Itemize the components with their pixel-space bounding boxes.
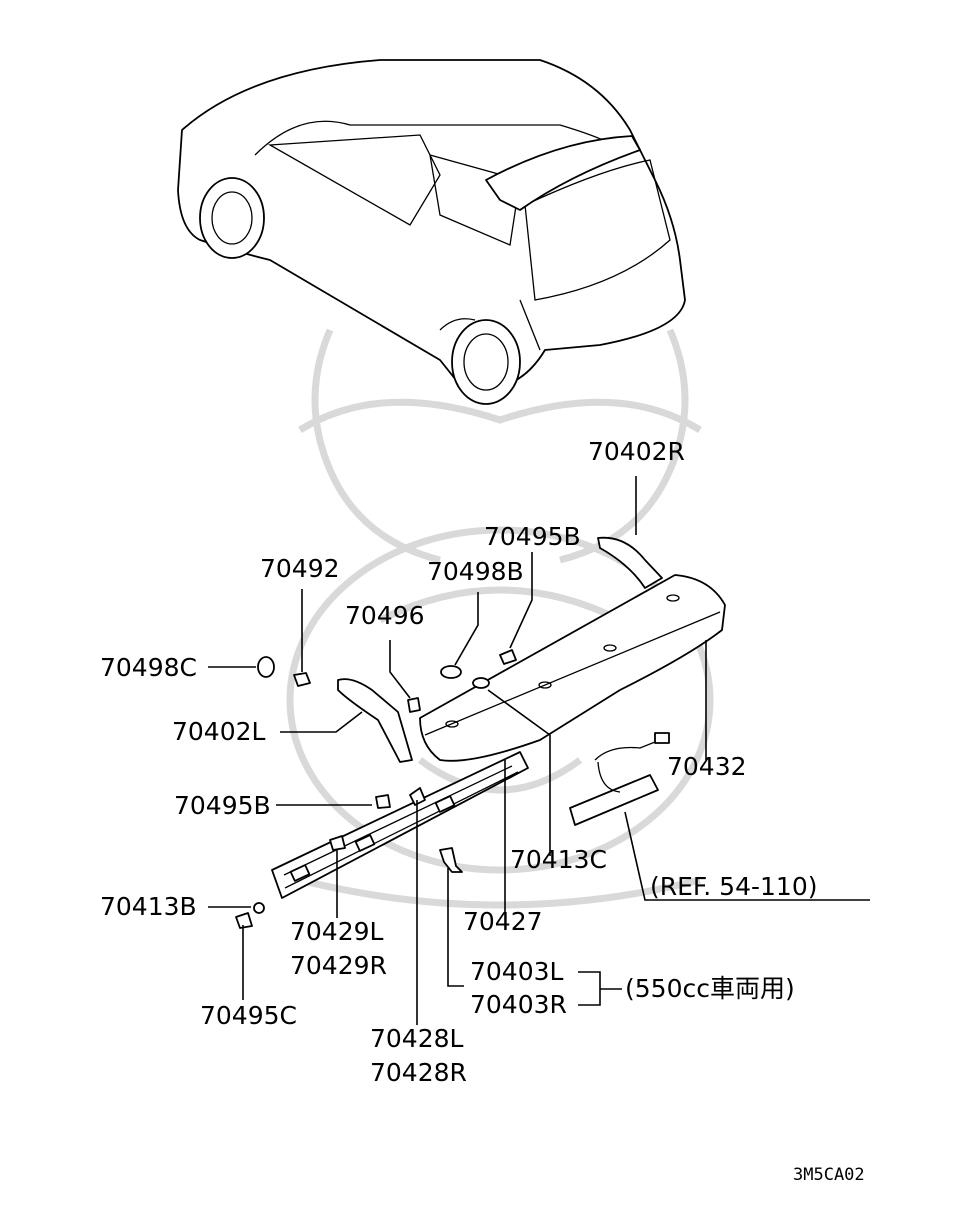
label-70402L: 70402L [172, 717, 266, 746]
bracket-right [597, 536, 663, 589]
label-70432: 70432 [667, 752, 747, 781]
label-70403L: 70403L [470, 957, 564, 986]
label-70429R: 70429R [290, 951, 387, 980]
label-550cc-note: (550cc車両用) [625, 974, 795, 1003]
high-mount-stop-light [569, 732, 670, 826]
small-fasteners [235, 649, 517, 929]
label-70413C: 70413C [510, 845, 607, 874]
label-70413B: 70413B [100, 892, 197, 921]
label-70495B-top: 70495B [484, 522, 581, 551]
label-70428R: 70428R [370, 1058, 467, 1087]
bracket-left [337, 678, 413, 763]
car-illustration [177, 59, 686, 405]
seal-strip [271, 751, 529, 899]
label-70427: 70427 [463, 907, 543, 936]
label-70495C: 70495C [200, 1001, 297, 1030]
label-70498C: 70498C [100, 653, 197, 682]
label-70402R: 70402R [588, 437, 685, 466]
label-70496: 70496 [345, 601, 425, 630]
label-70403R: 70403R [470, 990, 567, 1019]
label-70495B-left: 70495B [174, 791, 271, 820]
label-70429L: 70429L [290, 917, 384, 946]
diagram-code: 3M5CA02 [793, 1165, 865, 1185]
spoiler-body [419, 574, 726, 762]
leader-lines [208, 476, 870, 1025]
watermark-logo [286, 328, 714, 909]
label-ref-54-110: (REF. 54-110) [650, 872, 817, 901]
label-70498B: 70498B [427, 557, 524, 586]
label-70492: 70492 [260, 554, 340, 583]
label-70428L: 70428L [370, 1024, 464, 1053]
